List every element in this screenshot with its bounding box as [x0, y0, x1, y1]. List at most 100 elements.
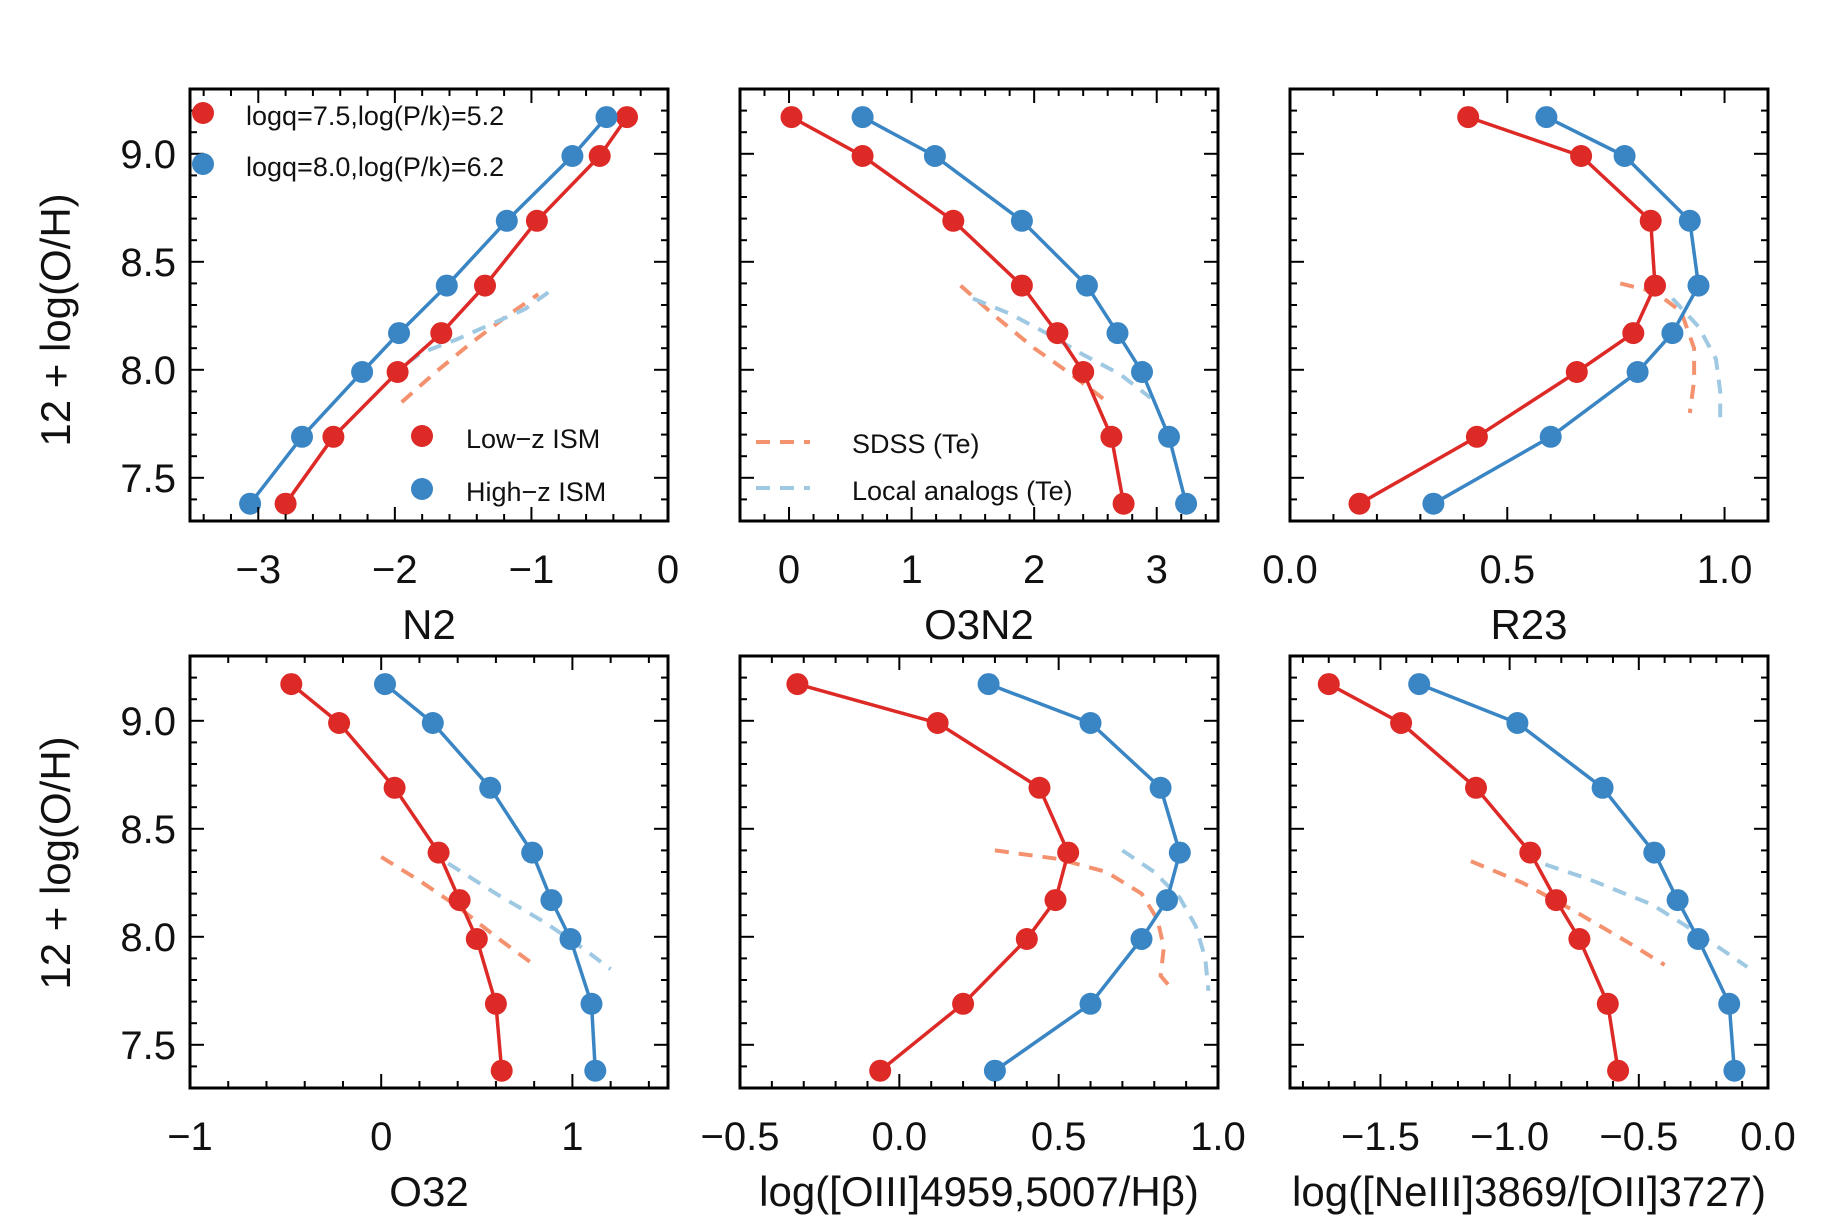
x-tick-label: −3: [235, 548, 281, 592]
legend-low-z: Low−z ISM: [466, 424, 600, 454]
y-tick-label: 8.0: [120, 349, 176, 393]
x-axis-title: O32: [389, 1168, 468, 1215]
legend-sdss: SDSS (Te): [852, 429, 980, 459]
data-point-blue: [1075, 274, 1098, 297]
series-line-red: [290, 682, 504, 1071]
x-tick-label: −1.5: [1341, 1115, 1420, 1159]
data-point-red: [1100, 425, 1123, 448]
data-point-blue: [923, 145, 946, 167]
data-point-blue: [595, 106, 618, 129]
data-point-red: [616, 106, 638, 129]
x-tick-label: 1.0: [1697, 548, 1753, 592]
data-point-blue: [1156, 889, 1178, 912]
data-point-red: [1057, 841, 1080, 864]
x-tick-label: 0.0: [872, 1115, 928, 1159]
data-point-blue: [1687, 274, 1710, 297]
ism-legend: Low−z ISM High−z ISM: [411, 424, 606, 507]
data-point-blue: [1149, 776, 1172, 799]
data-point-blue: [239, 492, 262, 515]
data-point-blue: [1422, 492, 1445, 515]
data-point-blue: [559, 928, 582, 950]
data-point-blue: [521, 841, 544, 864]
series-line-blue: [1432, 115, 1701, 506]
data-point-blue: [561, 145, 584, 167]
series-line-red: [790, 115, 1126, 505]
model-legend: logq=7.5,log(P/k)=5.2 logq=8.0,log(P/k)=…: [192, 101, 504, 182]
legend-local: Local analogs (Te): [852, 476, 1073, 506]
data-point-red: [942, 209, 965, 232]
data-point-red: [1072, 361, 1095, 383]
series-line-sdss: [959, 284, 1109, 404]
x-tick-label: 0: [370, 1115, 392, 1159]
y-axis-title-bottom: 12 + log(O/H): [32, 736, 79, 989]
data-point-red: [1465, 776, 1487, 799]
data-point-red: [1348, 492, 1371, 515]
data-point-red: [786, 673, 809, 696]
data-point-blue: [1723, 1059, 1746, 1082]
y-tick-label: 9.0: [120, 133, 176, 177]
data-point-red: [1317, 673, 1340, 696]
x-tick-label: −0.5: [1599, 1115, 1678, 1159]
data-point-red: [1622, 322, 1645, 345]
x-axis-title: O3N2: [924, 601, 1034, 648]
data-point-red: [525, 209, 548, 232]
data-point-blue: [584, 1059, 607, 1082]
data-point-red: [386, 361, 409, 383]
series-line-local: [1521, 855, 1749, 969]
data-point-blue: [1626, 361, 1649, 383]
data-point-red: [1046, 322, 1069, 345]
data-point-red: [1545, 889, 1568, 912]
data-point-blue: [1666, 889, 1689, 912]
data-point-red: [1015, 928, 1038, 950]
y-tick-label: 7.5: [120, 1024, 176, 1068]
plot-area: [280, 673, 612, 1082]
data-point-blue: [1079, 712, 1102, 734]
data-point-red: [427, 841, 450, 864]
y-tick-label: 8.5: [120, 808, 176, 852]
data-point-red: [430, 322, 453, 345]
plot-area: [780, 106, 1198, 515]
series-line-local: [1121, 848, 1211, 991]
data-point-blue: [374, 673, 396, 696]
data-point-red: [1028, 776, 1051, 799]
data-point-red: [1644, 274, 1666, 297]
plot-area: [1348, 106, 1723, 515]
x-tick-label: 1.0: [1190, 1115, 1246, 1159]
plot-area: [1317, 673, 1749, 1082]
legend-marker-blue: [192, 153, 214, 175]
x-tick-label: −0.5: [701, 1115, 780, 1159]
data-point-blue: [388, 322, 410, 345]
series-line-sdss: [994, 848, 1175, 993]
axes-frame: [738, 654, 1220, 1090]
series-line-blue: [1418, 682, 1737, 1071]
series-line-blue: [987, 682, 1182, 1073]
data-point-red: [851, 145, 874, 167]
data-point-red: [588, 145, 611, 167]
x-tick-label: −2: [372, 548, 418, 592]
data-point-blue: [479, 776, 502, 799]
data-point-blue: [851, 106, 874, 129]
x-tick-label: −1.0: [1470, 1115, 1549, 1159]
x-axis-title: R23: [1490, 601, 1567, 648]
data-point-blue: [1539, 425, 1562, 448]
x-tick-label: 0.5: [1031, 1115, 1087, 1159]
data-point-blue: [421, 712, 444, 734]
x-axis-title: log([OIII]4959,5007/Hβ): [759, 1168, 1199, 1215]
data-point-red: [1010, 274, 1033, 297]
data-point-blue: [1661, 322, 1684, 345]
data-point-red: [1465, 425, 1488, 448]
data-point-blue: [1158, 425, 1180, 448]
x-tick-label: 3: [1146, 548, 1168, 592]
data-point-red: [1607, 1059, 1630, 1082]
y-tick-label: 8.5: [120, 241, 176, 285]
data-point-red: [1390, 712, 1413, 734]
x-tick-label: 0: [657, 548, 679, 592]
data-point-red: [490, 1059, 513, 1082]
y-tick-label: 9.0: [120, 700, 176, 744]
series-line-red: [796, 682, 1071, 1073]
data-point-blue: [1506, 712, 1529, 734]
data-point-blue: [1408, 673, 1431, 696]
